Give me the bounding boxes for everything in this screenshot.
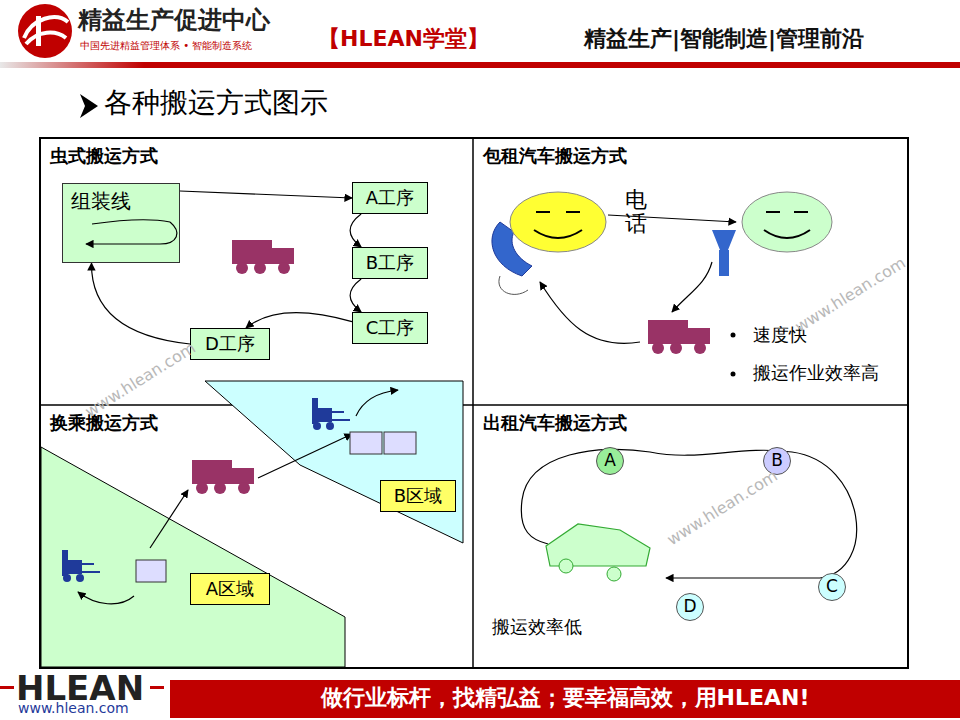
bullet — [731, 372, 736, 377]
stop-circle: A — [596, 447, 624, 475]
stop-circle: C — [818, 573, 846, 601]
flow-arrow — [246, 313, 352, 328]
transfer-arrow — [258, 434, 352, 478]
load-arrow — [78, 592, 134, 604]
stop-circle: D — [676, 593, 704, 621]
panel-heading: 换乘搬运方式 — [50, 413, 158, 434]
speaker-icon — [712, 230, 736, 276]
truck-icon — [648, 320, 710, 354]
node-text: C — [826, 577, 838, 597]
panel: 换乘搬运方式 A区域 B区域 — [40, 405, 473, 668]
smiley-green — [742, 192, 832, 252]
process-box: A区域 — [190, 573, 270, 605]
process-box: B区域 — [380, 480, 456, 512]
node-text: 组装线 — [71, 190, 131, 213]
bullet — [731, 333, 736, 338]
title-bullet — [80, 94, 98, 118]
text-label: 精益生产|智能制造|管理前沿 — [584, 26, 864, 52]
text-label: 搬运作业效率高 — [753, 362, 879, 384]
transfer-arrow — [150, 490, 188, 548]
node-text: C工序 — [366, 318, 415, 339]
text-label: 搬运效率低 — [492, 616, 582, 638]
vertical-label: 电话 — [625, 188, 647, 236]
truck-icon — [192, 460, 254, 494]
node-text: B — [771, 451, 783, 471]
panel-heading: 出租汽车搬运方式 — [483, 413, 627, 434]
cargo-box — [136, 560, 166, 582]
cargo-box — [350, 432, 382, 454]
assembly-loop — [92, 220, 170, 224]
node-text: B工序 — [366, 253, 414, 274]
footer-band — [170, 680, 960, 718]
logo-stripe — [0, 686, 14, 689]
process-box: B工序 — [352, 247, 428, 279]
node-text: A工序 — [366, 188, 414, 209]
header-rule — [0, 62, 960, 68]
panel: 虫式搬运方式组装线 A工序 B工序 C工序 D工序 — [40, 138, 473, 405]
area-b-region — [205, 381, 463, 543]
text-label: 【HLEAN学堂】 — [318, 26, 489, 52]
process-box: 组装线 — [62, 183, 180, 263]
text-label: 中国先进精益管理体系 • 智能制造系统 — [80, 40, 252, 52]
node-text: B区域 — [394, 486, 442, 507]
logo-stripe — [150, 686, 164, 689]
divider — [472, 138, 474, 668]
outer-frame — [40, 138, 908, 668]
process-box: A工序 — [352, 182, 428, 214]
text-label: www.hlean.com — [18, 700, 129, 717]
flow-arrow — [350, 279, 361, 312]
smiley-yellow — [510, 192, 606, 252]
watermark: www.hlean.com — [663, 466, 780, 549]
node-text: D — [683, 597, 696, 617]
taxi-car — [546, 524, 650, 581]
node-text: A区域 — [206, 579, 254, 600]
watermark: www.hlean.com — [791, 253, 908, 336]
assembly-loop — [86, 222, 177, 244]
forklift-icon — [312, 398, 350, 430]
flow-arrow — [180, 191, 352, 198]
divider — [40, 404, 908, 406]
return-arrow — [540, 282, 640, 343]
process-box: D工序 — [190, 328, 270, 360]
text-label: 做行业标杆，找精弘益；要幸福高效，用HLEAN! — [170, 685, 960, 711]
dispatch-arrow — [672, 262, 712, 312]
assembly-fill — [62, 183, 180, 263]
forklift-icon — [62, 550, 100, 582]
taxi-route — [521, 449, 856, 578]
taxi-route — [666, 577, 820, 578]
watermark: www.hlean.com — [81, 338, 198, 421]
panel-heading: 虫式搬运方式 — [50, 146, 158, 167]
text-label: 精益生产促进中心 — [78, 6, 270, 35]
unload-arrow — [356, 390, 398, 416]
cargo-box — [384, 432, 416, 454]
process-box: C工序 — [352, 312, 428, 344]
truck-icon — [232, 240, 294, 274]
slide-title: 各种搬运方式图示 — [104, 86, 328, 120]
panel-heading: 包租汽车搬运方式 — [483, 146, 627, 167]
node-text: A — [604, 451, 616, 471]
flow-arrow — [350, 214, 361, 247]
logo-emblem — [18, 4, 72, 58]
area-a-region — [41, 447, 345, 667]
node-text: D工序 — [205, 334, 255, 355]
flow-arrow — [91, 263, 190, 344]
